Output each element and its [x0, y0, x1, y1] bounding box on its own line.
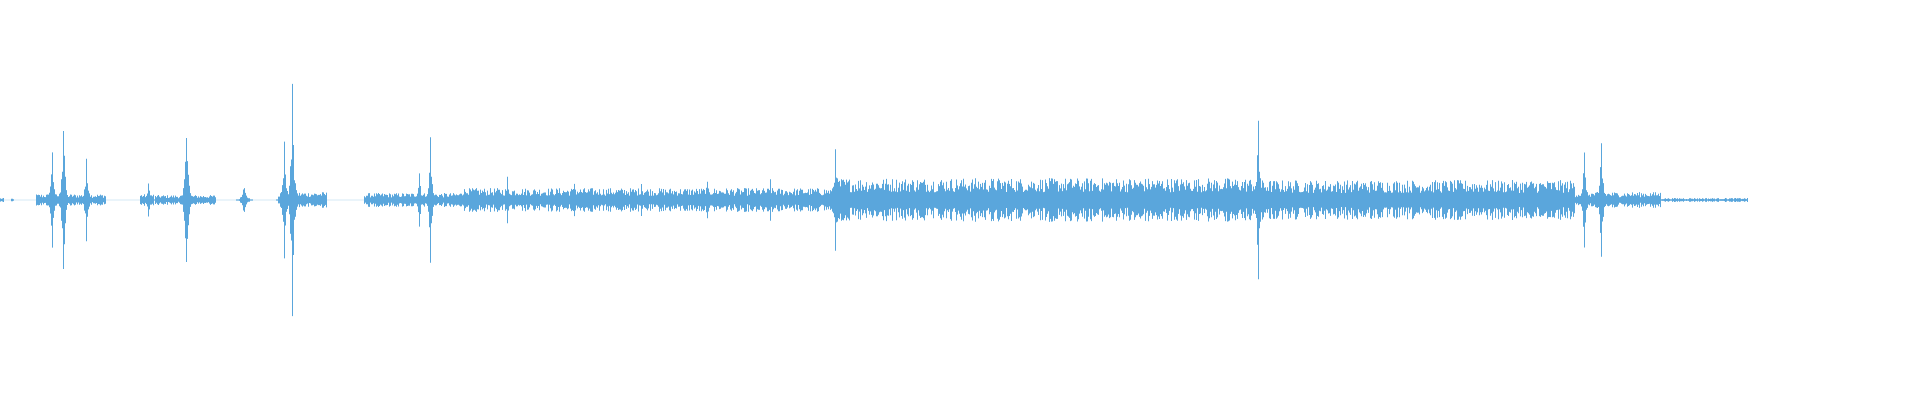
- waveform-bars: [0, 83, 1748, 317]
